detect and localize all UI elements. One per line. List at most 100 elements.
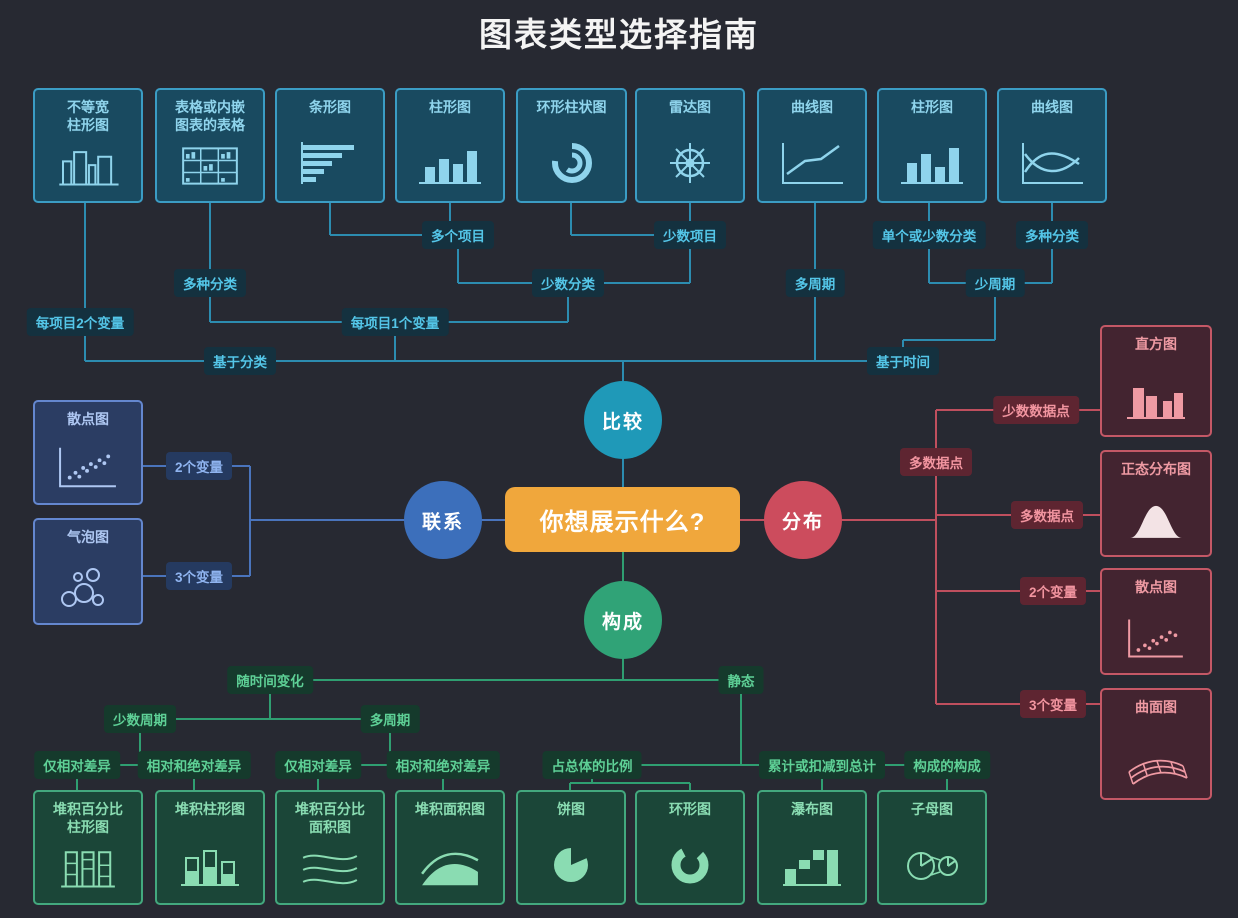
stacked-column-icon [173, 837, 247, 893]
label-by-category: 基于分类 [204, 347, 276, 375]
card-label: 散点图 [1135, 579, 1177, 595]
curve-chart-icon [1015, 135, 1089, 191]
card-label: 曲线图 [791, 99, 833, 115]
pie-chart-icon [554, 846, 588, 882]
circular-column-icon [535, 135, 609, 191]
node-relation: 联系 [404, 481, 482, 559]
card-label: 直方图 [1135, 336, 1177, 352]
radar-chart-icon [653, 135, 727, 191]
label-relative-only-b: 仅相对差异 [275, 751, 361, 779]
bar-chart-icon [293, 135, 354, 191]
card-curve-chart: 曲线图 [997, 88, 1107, 203]
label-static: 静态 [718, 666, 764, 694]
label-single-or-few-categories: 单个或少数分类 [872, 221, 986, 249]
card-pie-of-pie-chart: 子母图 [877, 790, 987, 905]
table-icon [173, 141, 247, 191]
stacked-area-icon [413, 841, 487, 886]
label-composition-of-composition: 构成的构成 [904, 751, 990, 779]
card-radar-chart: 雷达图 [635, 88, 745, 203]
label-one-var-per-item: 每项目1个变量 [341, 308, 449, 336]
bell-curve-icon [1130, 505, 1182, 538]
card-label: 散点图 [67, 411, 109, 427]
label-time-varying: 随时间变化 [227, 666, 313, 694]
label-proportion-of-total: 占总体的比例 [542, 751, 642, 779]
label-three-vars: 3个变量 [165, 562, 233, 590]
node-distribution: 分布 [764, 481, 842, 559]
node-compare: 比较 [584, 381, 662, 459]
card-label: 不等宽 柱形图 [67, 99, 109, 134]
card-label: 柱形图 [911, 99, 953, 115]
label-three-vars-dist: 3个变量 [1019, 690, 1087, 718]
card-label: 饼图 [557, 801, 585, 817]
card-label: 子母图 [911, 801, 953, 817]
line-chart-icon [775, 135, 849, 191]
label-relative-absolute-b: 相对和绝对差异 [386, 751, 500, 779]
card-normal-distribution: 正态分布图 [1100, 450, 1212, 557]
variable-width-column-icon [51, 141, 125, 191]
label-many-data-points-b: 多数据点 [1011, 501, 1083, 529]
card-label: 表格或内嵌 图表的表格 [175, 99, 245, 134]
card-label: 堆积百分比 柱形图 [53, 801, 123, 836]
column-chart-icon [413, 151, 487, 191]
pie-of-pie-icon [895, 837, 969, 893]
card-bar-chart: 条形图 [275, 88, 385, 203]
card-label: 正态分布图 [1121, 461, 1191, 477]
label-few-items: 少数项目 [654, 221, 726, 249]
histogram-icon [1119, 388, 1193, 425]
card-pie-chart: 饼图 [516, 790, 626, 905]
card-stacked-column: 堆积柱形图 [155, 790, 265, 905]
label-by-time: 基于时间 [867, 347, 939, 375]
waterfall-chart-icon [775, 850, 849, 893]
card-histogram: 直方图 [1100, 325, 1212, 437]
node-composition: 构成 [584, 581, 662, 659]
card-column-chart: 柱形图 [395, 88, 505, 203]
label-relative-only-a: 仅相对差异 [34, 751, 120, 779]
card-surface-chart: 曲面图 [1100, 688, 1212, 800]
page-title: 图表类型选择指南 [479, 16, 759, 53]
label-many-items: 多个项目 [422, 221, 494, 249]
card-label: 环形柱状图 [536, 99, 607, 115]
card-label: 气泡图 [67, 529, 109, 545]
label-two-vars: 2个变量 [165, 452, 233, 480]
label-accumulate-or-deduct: 累计或扣减到总计 [759, 751, 885, 779]
card-stacked-percent-area: 堆积百分比 面积图 [275, 790, 385, 905]
card-circular-column-chart: 环形柱状图 [516, 88, 627, 203]
card-label: 堆积百分比 面积图 [295, 801, 365, 836]
label-few-periods-comp: 少数周期 [104, 705, 176, 733]
card-line-chart: 曲线图 [757, 88, 867, 203]
card-table-with-charts: 表格或内嵌 图表的表格 [155, 88, 265, 203]
donut-chart-icon [653, 837, 727, 893]
label-few-periods: 少周期 [965, 269, 1025, 297]
card-variable-width-column: 不等宽 柱形图 [33, 88, 143, 203]
card-stacked-percent-column: 堆积百分比 柱形图 [33, 790, 143, 905]
label-few-data-points: 少数数据点 [993, 396, 1079, 424]
label-two-vars-per-item: 每项目2个变量 [26, 308, 134, 336]
bubble-chart-icon [51, 559, 125, 613]
label-relative-absolute-a: 相对和绝对差异 [137, 751, 251, 779]
card-donut-chart: 环形图 [635, 790, 745, 905]
card-stacked-area: 堆积面积图 [395, 790, 505, 905]
card-waterfall-chart: 瀑布图 [757, 790, 867, 905]
card-label: 曲线图 [1031, 99, 1073, 115]
card-column-chart-2: 柱形图 [877, 88, 987, 203]
stacked-percent-area-icon [293, 843, 367, 893]
scatter-chart-icon [51, 441, 125, 493]
label-many-periods: 多周期 [785, 269, 845, 297]
label-many-categories: 多种分类 [174, 269, 246, 297]
card-label: 曲面图 [1135, 699, 1177, 715]
label-two-vars-dist: 2个变量 [1019, 577, 1087, 605]
card-scatter-chart: 散点图 [33, 400, 143, 505]
card-scatter-chart-dist: 散点图 [1100, 568, 1212, 675]
label-many-categories-2: 多种分类 [1016, 221, 1088, 249]
label-many-data-points-a: 多数据点 [900, 448, 972, 476]
stacked-percent-column-icon [51, 843, 125, 893]
card-bubble-chart: 气泡图 [33, 518, 143, 625]
center-question: 你想展示什么? [505, 487, 740, 552]
column-chart-icon [895, 148, 969, 191]
card-label: 环形图 [669, 801, 711, 817]
card-label: 堆积面积图 [415, 801, 485, 817]
card-label: 瀑布图 [791, 801, 833, 817]
surface-chart-icon [1119, 734, 1193, 788]
card-label: 雷达图 [669, 99, 711, 115]
